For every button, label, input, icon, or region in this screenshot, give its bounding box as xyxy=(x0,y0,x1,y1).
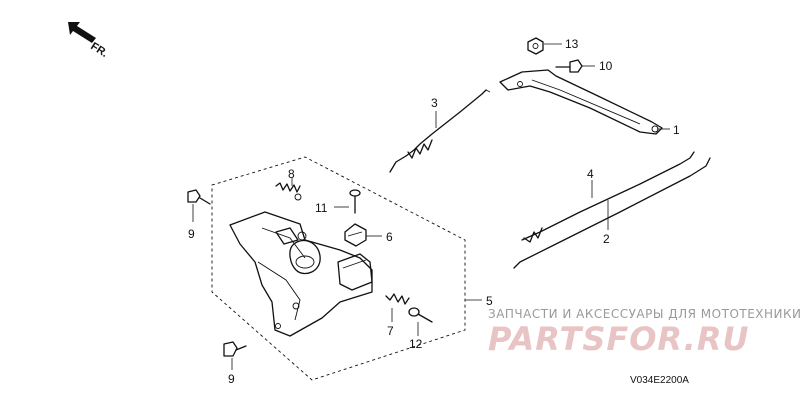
callout-7: 7 xyxy=(387,324,394,338)
callout-10: 10 xyxy=(599,59,613,73)
diagram-code: V034E2200A xyxy=(630,375,689,386)
callout-9-top: 9 xyxy=(188,227,195,241)
callout-5: 5 xyxy=(486,294,493,308)
rod-2 xyxy=(513,157,711,269)
callout-6: 6 xyxy=(386,230,393,244)
rod-4 xyxy=(521,151,695,243)
bolt-10 xyxy=(555,59,583,73)
callout-3: 3 xyxy=(431,96,438,110)
callout-13: 13 xyxy=(565,37,579,51)
nut-13 xyxy=(527,37,544,55)
cable-3 xyxy=(389,89,491,173)
lever-1 xyxy=(499,69,663,135)
cable-clamp-6 xyxy=(344,223,367,247)
assembly-frame xyxy=(211,156,466,381)
bolt-9-top xyxy=(187,189,211,205)
bolt-11 xyxy=(349,189,361,214)
front-arrow-icon xyxy=(68,22,96,43)
front-label: FR. xyxy=(88,40,109,60)
watermark-brand: PARTSFOR.RU xyxy=(488,320,749,358)
callout-4: 4 xyxy=(587,167,594,181)
bolt-9-bottom xyxy=(223,341,247,357)
callout-1: 1 xyxy=(673,123,680,137)
control-base-plate xyxy=(229,211,373,337)
watermark-tagline: ЗАПЧАСТИ И АКСЕССУАРЫ ДЛЯ МОТОТЕХНИКИ xyxy=(488,307,800,321)
leader-lines xyxy=(192,43,670,370)
spring-8 xyxy=(275,182,302,201)
callout-12: 12 xyxy=(409,337,423,351)
callout-9-bottom: 9 xyxy=(228,372,235,386)
spring-7 xyxy=(385,293,410,305)
callout-8: 8 xyxy=(288,167,295,181)
callout-11: 11 xyxy=(315,201,328,215)
callout-2: 2 xyxy=(603,232,610,246)
bolt-12 xyxy=(408,307,433,323)
